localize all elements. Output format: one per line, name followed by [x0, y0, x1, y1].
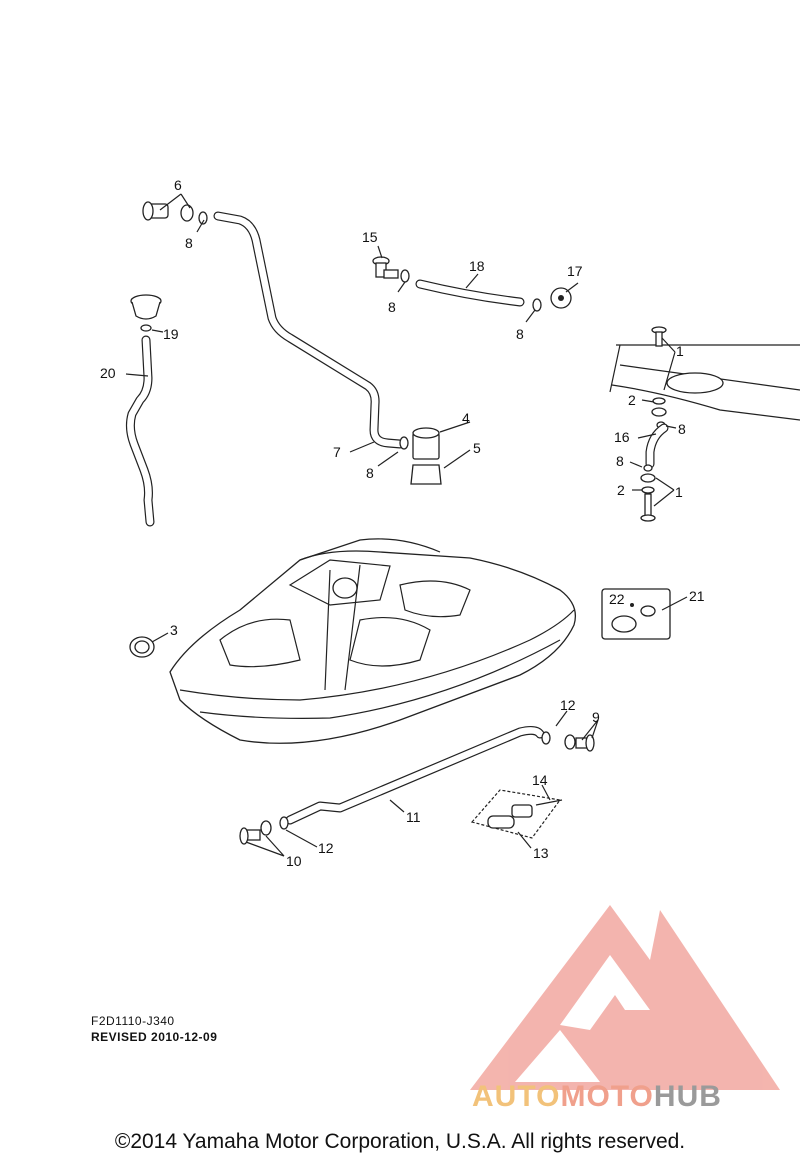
callout-19: 19 [163, 326, 179, 342]
drain-tube-11-icon [285, 725, 545, 825]
callout-8: 8 [185, 235, 193, 251]
callout-18: 18 [469, 258, 485, 274]
valve-17-icon [532, 287, 572, 312]
hose-18-icon [415, 279, 525, 307]
callout-16: 16 [614, 429, 630, 445]
callout-3: 3 [170, 622, 178, 638]
item-21-22-box-icon [601, 588, 671, 640]
thru-hull-fittings-icon [640, 326, 669, 522]
callout-labels: 6 8 15 8 18 17 8 19 20 4 7 5 8 1 2 8 16 … [100, 177, 705, 869]
callout-20: 20 [100, 365, 116, 381]
callout-2: 2 [628, 392, 636, 408]
drain-assembly-13-icon [470, 789, 563, 839]
drawing-code: F2D1110-J340 [91, 1014, 175, 1028]
copyright-notice: ©2014 Yamaha Motor Corporation, U.S.A. A… [114, 1130, 686, 1153]
revision-date: REVISED 2010-12-09 [91, 1030, 218, 1044]
drain-plugs-icon [239, 731, 595, 845]
callout-13: 13 [533, 845, 549, 861]
callout-2: 2 [617, 482, 625, 498]
cap-3-icon [129, 636, 155, 658]
callout-21: 21 [689, 588, 705, 604]
callout-14: 14 [532, 772, 548, 788]
callout-9: 9 [592, 709, 600, 725]
deck-inset-icon [609, 344, 800, 421]
callout-6: 6 [174, 177, 182, 193]
boat-hull-icon [169, 538, 577, 744]
callout-10: 10 [286, 853, 302, 869]
fitting-15-icon [372, 256, 410, 283]
callout-1: 1 [676, 343, 684, 359]
callout-8: 8 [678, 421, 686, 437]
callout-8: 8 [516, 326, 524, 342]
watermark-logo-icon [470, 905, 780, 1090]
callout-12: 12 [560, 697, 576, 713]
cup-holder-icon [130, 294, 162, 332]
callout-1: 1 [675, 484, 683, 500]
callout-22: 22 [609, 591, 625, 607]
callout-8: 8 [616, 453, 624, 469]
brand-hub: HUB [653, 1080, 722, 1113]
callout-8: 8 [366, 465, 374, 481]
drain-hose-20-icon [125, 335, 155, 527]
watermark-brand: AUTOMOTOHUB [472, 1080, 722, 1114]
callout-8: 8 [388, 299, 396, 315]
callout-15: 15 [362, 229, 378, 245]
brand-auto: AUTO [472, 1080, 561, 1113]
callout-11: 11 [406, 809, 421, 825]
callout-5: 5 [473, 440, 481, 456]
leader-lines [125, 193, 688, 857]
callout-17: 17 [567, 263, 583, 279]
tank-4-icon [399, 427, 442, 485]
callout-7: 7 [333, 444, 341, 460]
callout-12: 12 [318, 840, 334, 856]
vent-hose-7-icon [213, 211, 405, 449]
brand-moto: MOTO [560, 1080, 654, 1113]
callout-4: 4 [462, 410, 470, 426]
fitting-6-icon [142, 201, 208, 225]
